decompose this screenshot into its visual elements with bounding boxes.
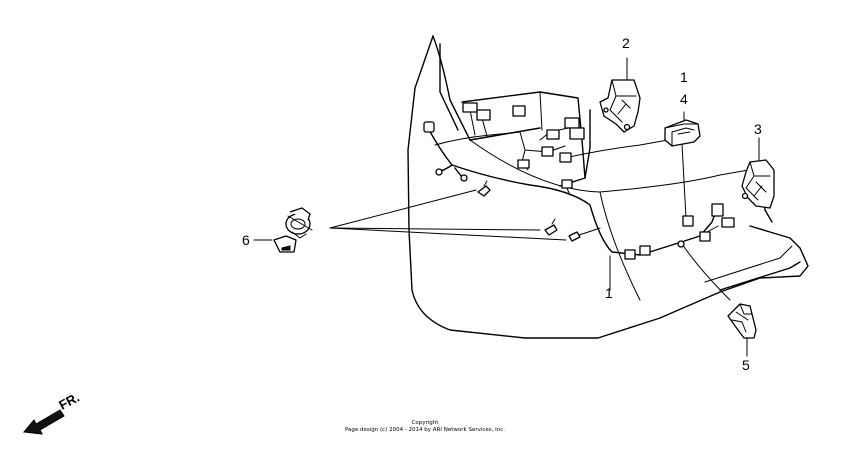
callout-5: 5 (742, 357, 750, 373)
connector (559, 152, 572, 163)
harness-clips (477, 180, 581, 242)
callout-3: 3 (754, 121, 762, 137)
connector (639, 245, 651, 256)
connector (721, 217, 735, 228)
connector (569, 127, 585, 140)
part-3-bracket (741, 159, 775, 209)
part-2-bracket (599, 79, 641, 133)
callout-4: 4 (680, 91, 688, 107)
connector (624, 249, 636, 260)
connector (564, 117, 580, 129)
clip-point (460, 174, 468, 182)
part-5-clamp (727, 303, 757, 339)
connector (462, 102, 478, 113)
connector (561, 179, 573, 189)
connector (677, 240, 685, 248)
connector (682, 215, 694, 227)
harness-connectors (423, 102, 735, 260)
callout-1-top: 1 (680, 69, 688, 85)
copyright-line-1: Copyright (411, 420, 439, 426)
copyright-line-2: Page design (c) 2004 - 2014 by ARI Netwo… (344, 427, 506, 433)
callout-1-bottom: 1 (605, 285, 613, 301)
callout-2: 2 (622, 35, 630, 51)
connector (699, 231, 711, 242)
connector (423, 121, 435, 133)
arrow-down-left-icon (23, 409, 65, 435)
direction-label: FR. (56, 390, 82, 413)
console-box (461, 91, 591, 187)
connector (512, 105, 526, 117)
connector (476, 109, 491, 121)
leader-lines (253, 57, 760, 357)
callout-numbers: 2 1 4 3 6 1 5 (242, 35, 762, 373)
connector (517, 159, 530, 169)
part-6-clip (273, 207, 313, 253)
part-4-relay (664, 119, 701, 147)
connector (711, 203, 724, 217)
body-panel (407, 35, 809, 339)
clip-point (435, 168, 443, 176)
connector (546, 129, 560, 140)
connector (541, 146, 554, 157)
callout-6: 6 (242, 232, 250, 248)
